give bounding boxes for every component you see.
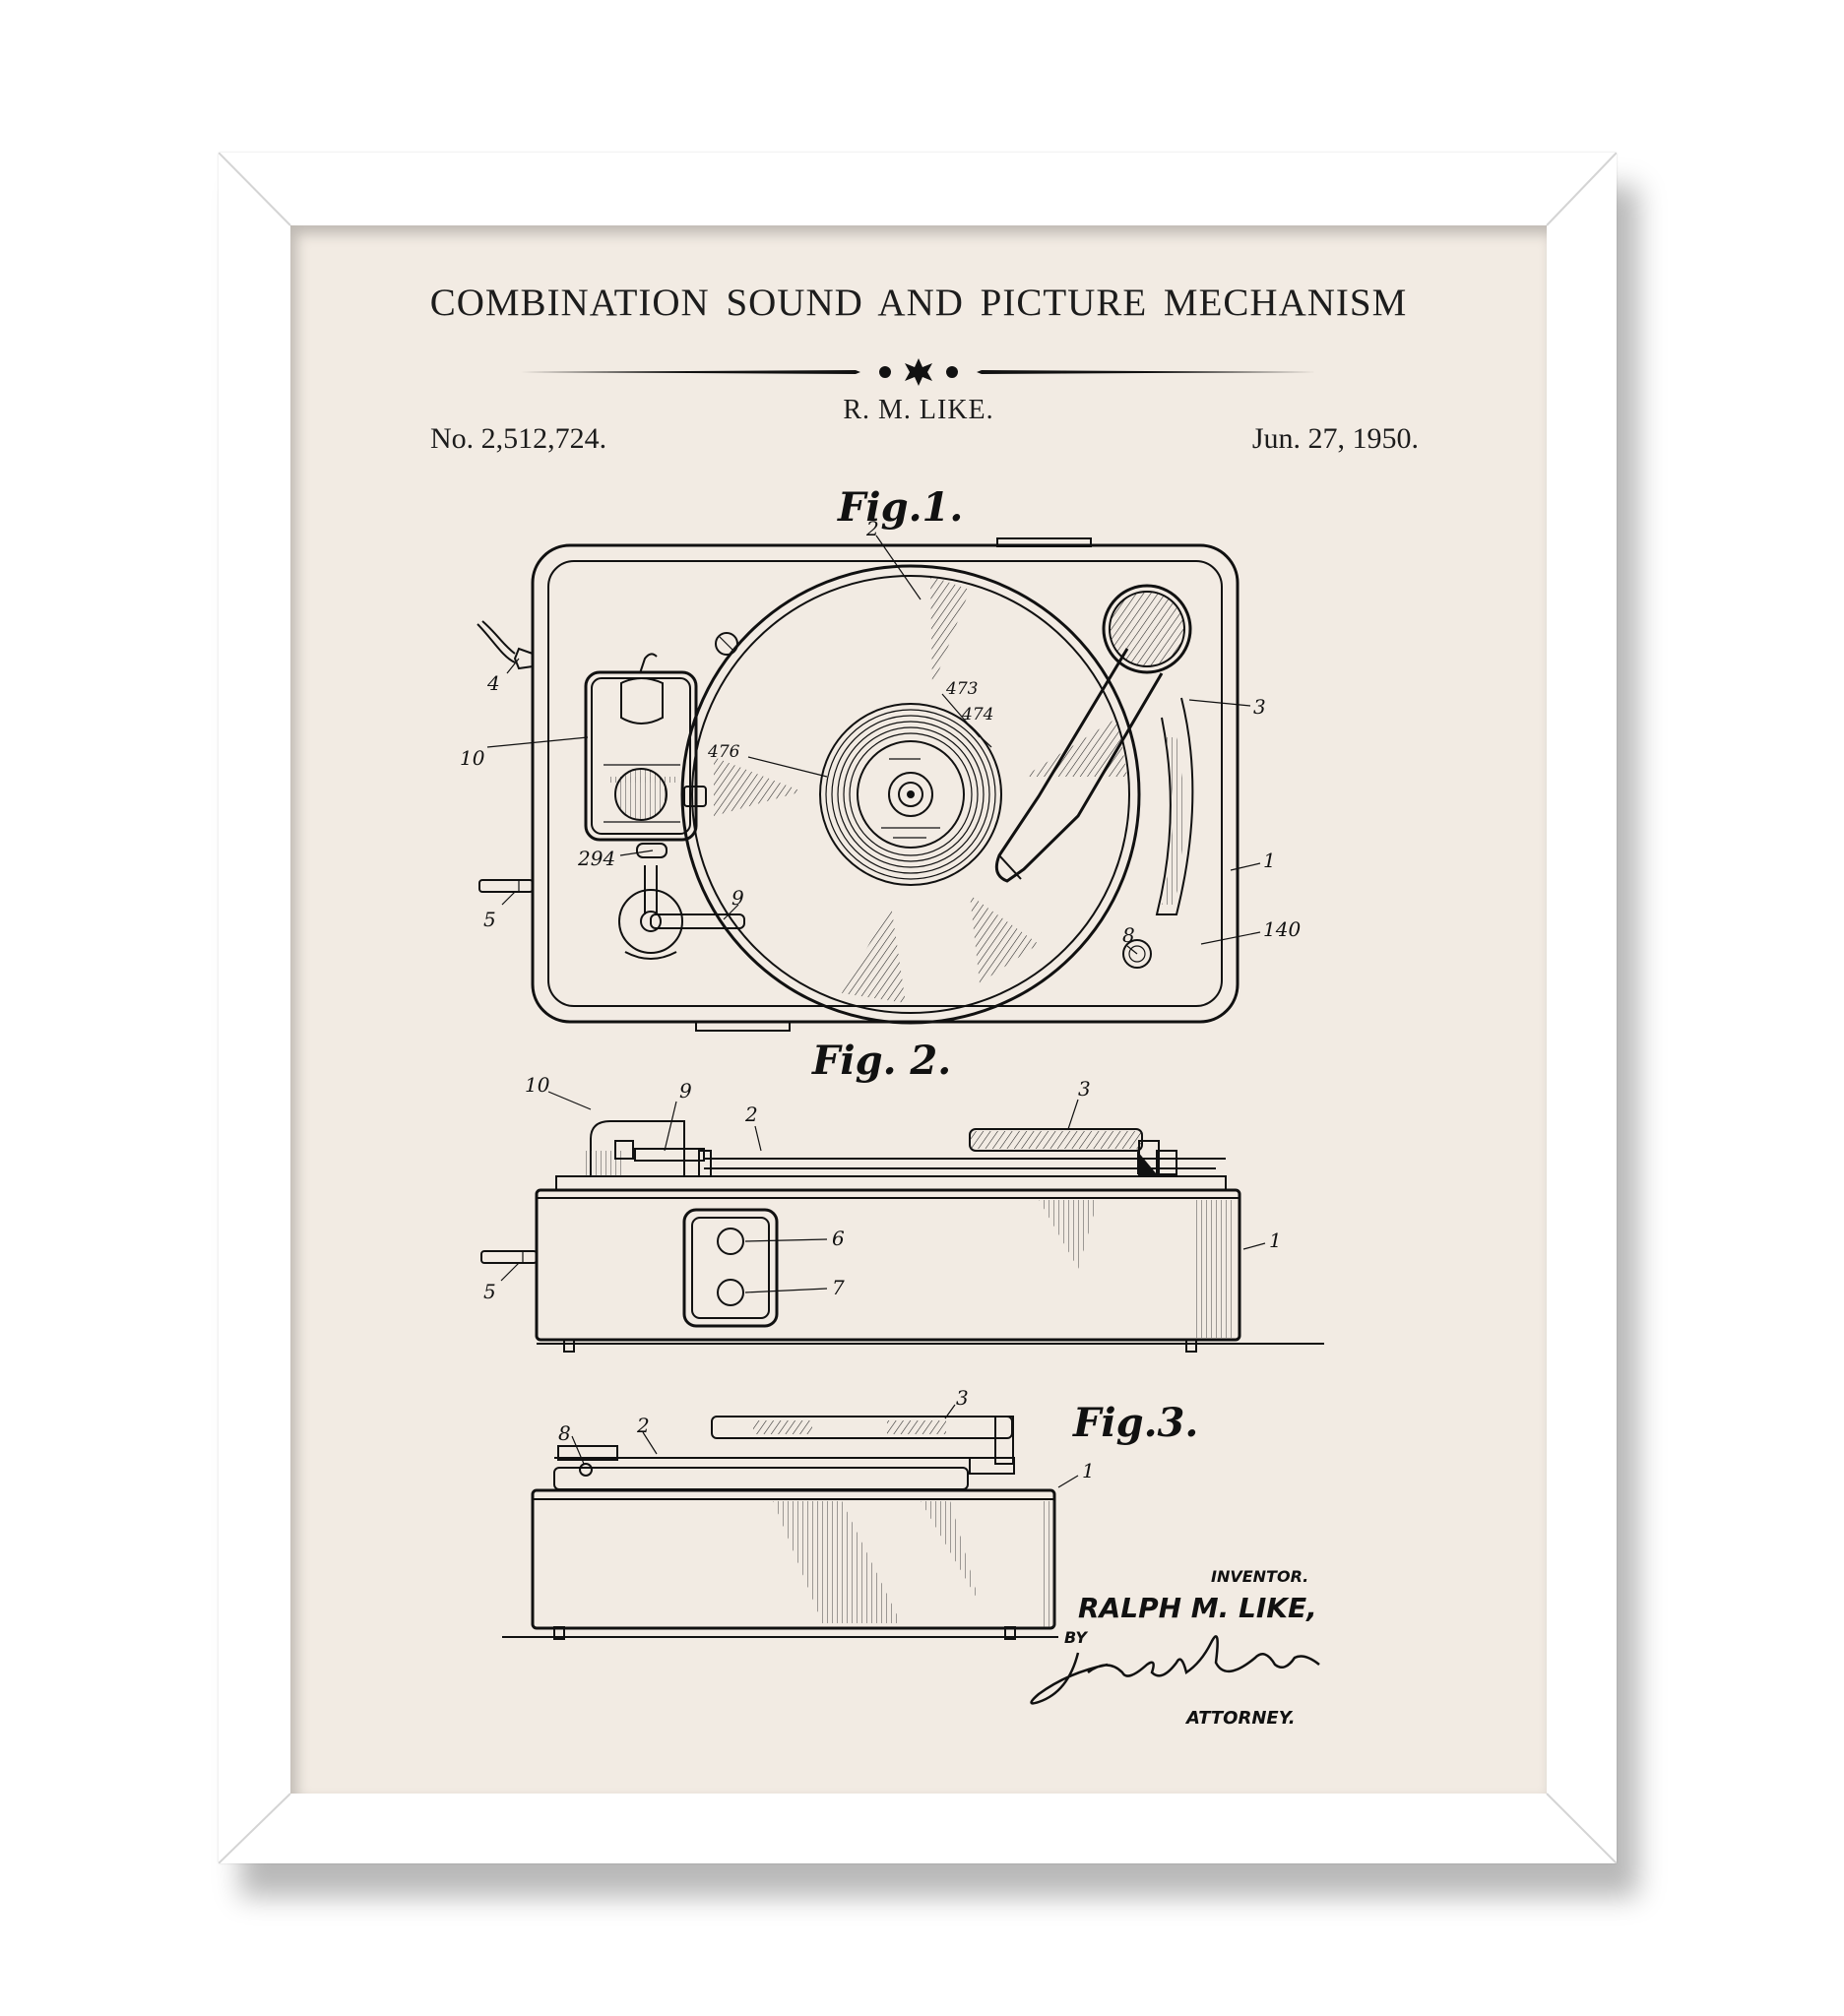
fig2-ref-1: 1 xyxy=(1269,1228,1282,1252)
patent-title: COMBINATION SOUND AND PICTURE MECHANISM xyxy=(429,282,1408,324)
fig1-ref-8: 8 xyxy=(1122,923,1135,947)
fig1-ref-10: 10 xyxy=(460,746,485,770)
fig3-ref-2: 2 xyxy=(636,1414,650,1437)
fig3-ref-1: 1 xyxy=(1082,1459,1095,1482)
fig1-ref-140: 140 xyxy=(1263,917,1301,941)
attorney-label: ATTORNEY. xyxy=(1184,1708,1296,1729)
fig2-ref-2: 2 xyxy=(744,1102,758,1126)
fig2-ref-10: 10 xyxy=(525,1073,550,1097)
fig1-ref-3: 3 xyxy=(1253,695,1266,719)
fig1-ref-1: 1 xyxy=(1263,849,1276,872)
frame-miter-joints xyxy=(219,153,1617,1863)
fig1-ref-4: 4 xyxy=(486,671,500,695)
fig1-ref-5: 5 xyxy=(483,908,496,931)
fig2-ref-5: 5 xyxy=(483,1280,496,1303)
fig2-ref-9: 9 xyxy=(679,1079,692,1102)
fig1-ref-473: 473 xyxy=(945,679,978,699)
patent-number: No. 2,512,724. xyxy=(430,422,607,455)
fig1-ref-294: 294 xyxy=(577,847,615,870)
fig3-ref-3: 3 xyxy=(956,1386,969,1410)
patent-print: COMBINATION SOUND AND PICTURE MECHANISM … xyxy=(290,225,1547,1794)
title-ornament xyxy=(521,358,1316,386)
fig3-ref-8: 8 xyxy=(558,1421,571,1445)
patent-date: Jun. 27, 1950. xyxy=(1251,422,1419,455)
fig1-ref-474: 474 xyxy=(961,705,993,724)
fig3-label: Fig.3. xyxy=(1072,1400,1198,1446)
fig2-ref-3: 3 xyxy=(1078,1077,1091,1101)
inventor-initials: R. M. LIKE. xyxy=(843,395,994,425)
figure-1-top-view: Fig.1. xyxy=(460,484,1301,1032)
figure-2-side-view: Fig. 2. xyxy=(480,1038,1324,1353)
inventor-heading: INVENTOR. xyxy=(1211,1567,1308,1586)
fig2-ref-7: 7 xyxy=(832,1276,845,1299)
fig1-ref-476: 476 xyxy=(707,742,740,762)
by-label: BY xyxy=(1064,1628,1088,1647)
fig1-label: Fig.1. xyxy=(837,484,963,531)
figure-3-side-view: Fig.3. 3 8 2 1 xyxy=(502,1386,1198,1640)
signature-block: INVENTOR. RALPH M. LIKE, BY ATTORNEY. xyxy=(1030,1567,1320,1729)
patent-drawing: Fig.1. xyxy=(460,484,1324,1729)
fig1-ref-2: 2 xyxy=(865,517,879,540)
fig2-ref-6: 6 xyxy=(832,1227,845,1250)
attorney-signature xyxy=(1030,1635,1320,1705)
fig1-ref-9: 9 xyxy=(731,886,744,910)
inventor-name: RALPH M. LIKE, xyxy=(1078,1592,1317,1624)
fig2-label: Fig. 2. xyxy=(811,1038,951,1084)
